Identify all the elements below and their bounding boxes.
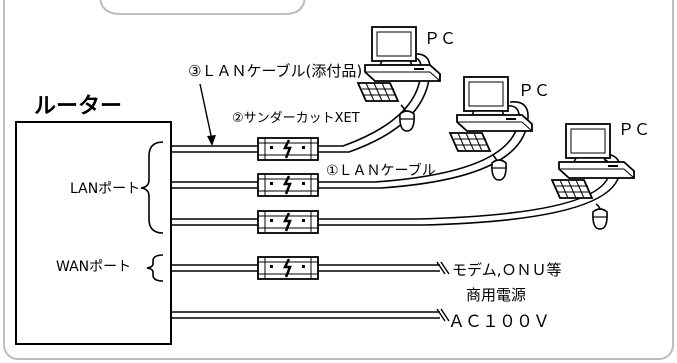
lan-cable-bundled-label: ③ＬＡＮケーブル(添付品): [188, 62, 362, 80]
frame: [3, 0, 674, 360]
router-box: [15, 121, 172, 345]
lan-port-brace: [140, 141, 164, 234]
thunder-cut-label: ②サンダーカットXET: [232, 111, 360, 126]
mouse-1: [399, 110, 415, 132]
router-title: ルーター: [34, 94, 122, 119]
wan-port-brace: [146, 254, 164, 282]
wan-port-label: WANポート: [56, 259, 131, 275]
surge-protector-2: [256, 172, 320, 198]
surge-protector-3: [256, 209, 320, 235]
power-label-1: 商用電源: [466, 286, 526, 304]
surge-protector-1: [256, 136, 320, 162]
pc-3-label: ＰＣ: [618, 120, 650, 139]
surge-protector-4: [256, 255, 320, 281]
lan-cable-bundled-leader: [199, 83, 213, 141]
lan-port-label: LANポート: [70, 181, 140, 197]
mouse-2: [491, 159, 507, 181]
top-bubble-edge: [99, 0, 306, 15]
lan-cable-label: ①ＬＡＮケーブル: [326, 162, 436, 179]
pc-2-label: ＰＣ: [518, 81, 550, 100]
pc-1-label: ＰＣ: [424, 29, 456, 48]
power-label-2: ＡＣ１００Ｖ: [448, 312, 550, 332]
mouse-3: [592, 208, 608, 230]
cable-break-marks: [436, 261, 450, 322]
modem-label: モデム,ＯＮＵ等: [452, 261, 561, 279]
lan-cable-bundled-arrowhead: [207, 135, 216, 146]
